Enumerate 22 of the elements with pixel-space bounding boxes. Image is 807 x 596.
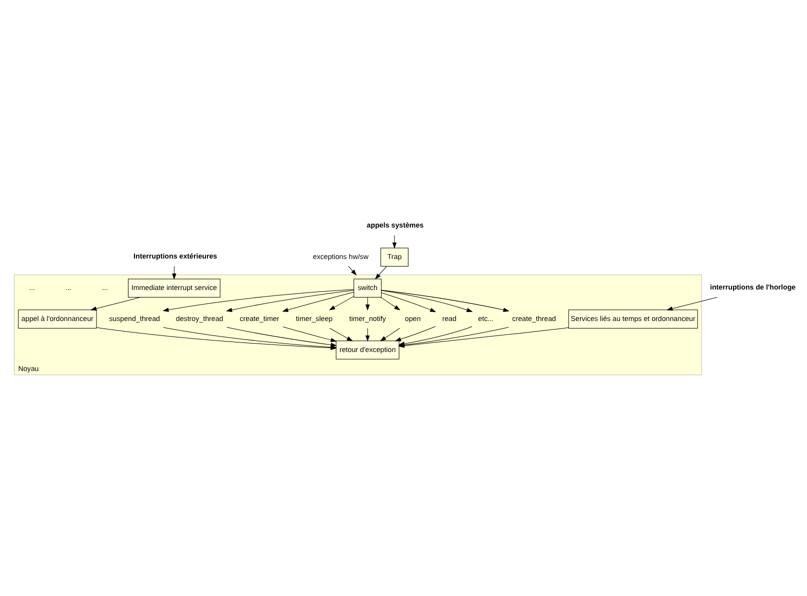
arrow <box>381 292 436 312</box>
arrow <box>398 326 472 346</box>
arrow <box>381 290 473 312</box>
arrow <box>282 292 354 312</box>
arrow <box>90 297 141 311</box>
arrow <box>365 297 370 311</box>
arrow <box>380 328 400 342</box>
arrow <box>666 297 718 311</box>
arrow <box>392 235 397 249</box>
arrow <box>328 296 354 310</box>
arrow <box>394 326 436 342</box>
arrow <box>348 266 357 276</box>
arrow <box>162 289 354 312</box>
arrow <box>380 297 400 310</box>
arrow <box>374 266 387 280</box>
arrow <box>365 328 370 342</box>
arrow <box>282 326 337 342</box>
arrow <box>226 290 354 312</box>
arrow <box>172 266 176 280</box>
arrow <box>329 328 353 342</box>
arrow <box>226 326 337 347</box>
arrow <box>381 290 510 312</box>
